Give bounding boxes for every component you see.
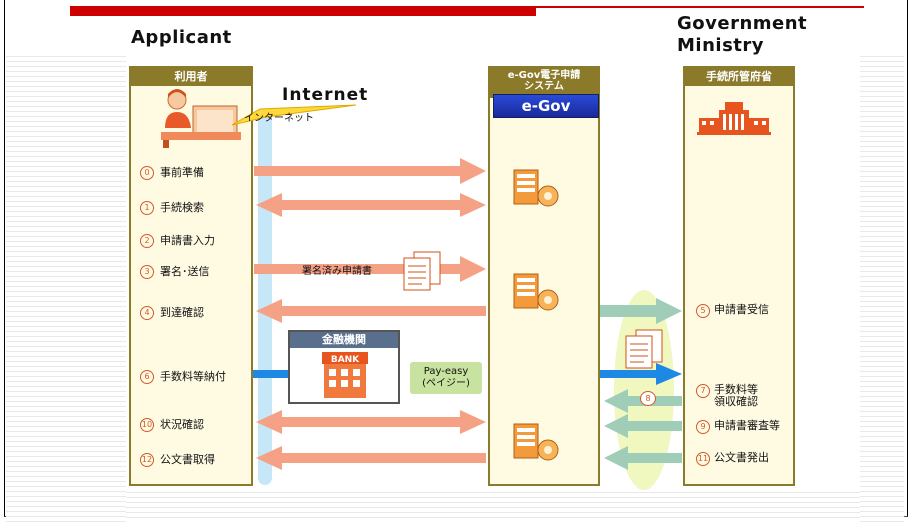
step-item: 2 申請書入力 xyxy=(140,232,215,248)
ministry-building-icon xyxy=(697,102,771,135)
ministry-step-item: 5 申請書受信 xyxy=(696,304,769,318)
arrow-step0-to-egov xyxy=(254,158,486,184)
step-number: 9 xyxy=(696,420,710,434)
server-icon xyxy=(513,273,559,311)
step-label: 手続検索 xyxy=(160,201,204,214)
step-label: 申請書入力 xyxy=(160,234,215,247)
arrow-step4-to-user xyxy=(256,299,486,323)
applicant-person-icon xyxy=(161,89,241,148)
server-icon xyxy=(513,423,559,461)
signed-document-label: 署名済み申請書 xyxy=(302,266,372,277)
government-heading-line2: Ministry xyxy=(677,35,764,56)
step-item: 1 手続検索 xyxy=(140,199,204,215)
step-number: 12 xyxy=(140,453,154,467)
payeasy-line2: (ペイジー) xyxy=(422,378,470,389)
ministry-panel-title: 手続所管府省 xyxy=(685,68,793,86)
step-item: 12 公文書取得 xyxy=(140,451,215,467)
background-stripes-bottom xyxy=(126,488,860,518)
step-label: 到達確認 xyxy=(160,306,204,319)
internet-callout-shape xyxy=(232,104,356,126)
background-stripes-left xyxy=(6,52,126,522)
arrow-step11-to-egov xyxy=(604,446,682,470)
internet-label: Internet xyxy=(282,85,369,105)
government-heading: Government Ministry xyxy=(677,13,807,57)
step-number: 6 xyxy=(140,370,154,384)
title-bar-line xyxy=(536,6,864,8)
arrow-step3-to-egov xyxy=(254,256,486,282)
step-label-line1: 手数料等 xyxy=(714,383,758,396)
ministry-step-item: 7 手数料等領収確認 xyxy=(696,384,758,408)
egov-logo: e-Gov xyxy=(493,94,599,118)
egov-panel: e-Gov電子申請 システム xyxy=(488,66,600,486)
egov-title-line2: システム xyxy=(524,81,564,92)
step-item: 6 手数料等納付 xyxy=(140,368,226,384)
server-icon xyxy=(513,169,559,207)
ministry-step-item: 11 公文書発出 xyxy=(696,452,769,466)
step-number: 5 xyxy=(696,304,710,318)
arrow-step5-to-ministry xyxy=(600,298,682,324)
bank-box: 金融機関 BANK xyxy=(288,330,400,404)
egov-title-line1: e-Gov電子申請 xyxy=(507,70,581,81)
step-label: 手数料等領収確認 xyxy=(714,384,758,408)
step-label-line2: 領収確認 xyxy=(714,395,758,408)
payeasy-line1: Pay-easy xyxy=(423,366,469,377)
bank-building-icon: BANK xyxy=(322,352,368,398)
step-item: 3 署名･送信 xyxy=(140,263,210,279)
step-label: 状況確認 xyxy=(160,418,204,431)
step-item: 4 到達確認 xyxy=(140,304,204,320)
step-label: 申請書受信 xyxy=(714,303,769,316)
step-number: 7 xyxy=(696,384,710,398)
ministry-panel: 手続所管府省 xyxy=(683,66,795,486)
internet-callout-text: インターネット xyxy=(244,113,314,124)
egov-panel-title: e-Gov電子申請 システム xyxy=(490,68,598,98)
background-stripes-right xyxy=(860,52,904,522)
step-number: 4 xyxy=(140,306,154,320)
step8-number: 8 xyxy=(640,391,656,406)
step-label: 公文書取得 xyxy=(160,453,215,466)
arrow-step6-payment-right xyxy=(600,363,682,385)
arrow-step6-payment-left xyxy=(253,370,289,378)
step-number: 2 xyxy=(140,234,154,248)
step-number: 11 xyxy=(696,452,710,466)
bank-title: 金融機関 xyxy=(290,332,398,348)
title-bar-accent xyxy=(70,6,536,16)
signed-document-icon xyxy=(403,251,441,291)
step-label: 署名･送信 xyxy=(160,265,210,278)
bank-sign-text: BANK xyxy=(331,355,360,365)
arrow-step12-to-user xyxy=(256,446,486,470)
payeasy-badge: Pay-easy (ペイジー) xyxy=(410,362,482,394)
user-panel-title: 利用者 xyxy=(131,68,251,86)
arrow-step1-bidirectional xyxy=(256,193,486,217)
step-number: 10 xyxy=(140,418,154,432)
step-number: 1 xyxy=(140,201,154,215)
step-number: 0 xyxy=(140,166,154,180)
step-label: 申請書審査等 xyxy=(714,419,780,432)
step-number: 3 xyxy=(140,265,154,279)
step-item: 10 状況確認 xyxy=(140,416,204,432)
arrow-step9-to-egov xyxy=(604,414,682,438)
step-item: 0 事前準備 xyxy=(140,164,204,180)
document-icon xyxy=(625,329,663,369)
arrow-step10-bidirectional xyxy=(256,410,486,434)
ministry-step-item: 9 申請書審査等 xyxy=(696,420,780,434)
step-label: 手数料等納付 xyxy=(160,370,226,383)
applicant-heading: Applicant xyxy=(131,27,232,48)
step-label: 公文書発出 xyxy=(714,451,769,464)
government-heading-line1: Government xyxy=(677,13,808,34)
step-label: 事前準備 xyxy=(160,166,204,179)
